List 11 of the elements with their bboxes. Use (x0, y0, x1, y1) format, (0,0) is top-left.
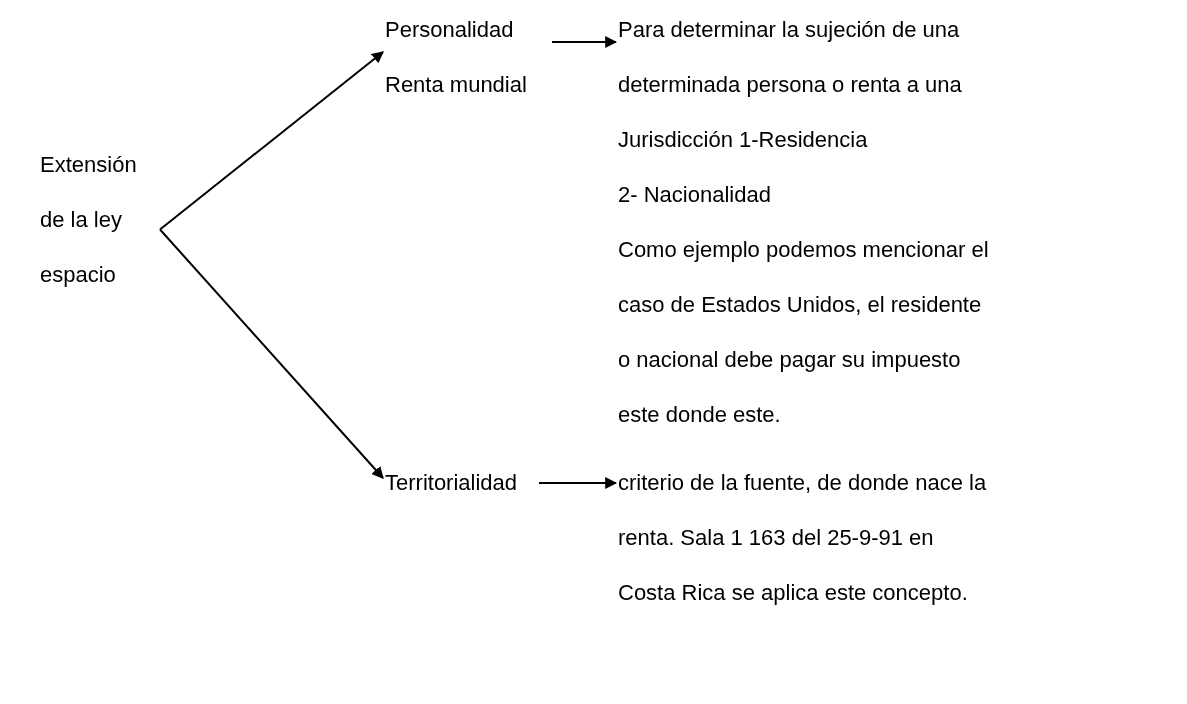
text-label: 2- Nacionalidad (618, 181, 772, 209)
arrow (159, 51, 384, 231)
text-label: Personalidad Renta mundial (385, 16, 528, 99)
arrow (538, 477, 618, 489)
arrow (159, 228, 384, 479)
text-label: Para determinar la sujeción de una determinada persona o renta a una Jurisdicción 1-Residencia (618, 16, 963, 154)
arrow (551, 36, 618, 48)
text-label: criterio de la fuente, de donde nace la renta. Sala 1 163 del 25-9-91 en Costa Rica se aplica este concepto. (618, 469, 988, 607)
text-label: Extensión de la ley espacio (40, 151, 138, 289)
text-label: Territorialidad (385, 469, 519, 497)
text-label: Como ejemplo podemos mencionar el caso de Estados Unidos, el residente o nacional debe pagar su impuesto este donde este. (618, 236, 990, 429)
